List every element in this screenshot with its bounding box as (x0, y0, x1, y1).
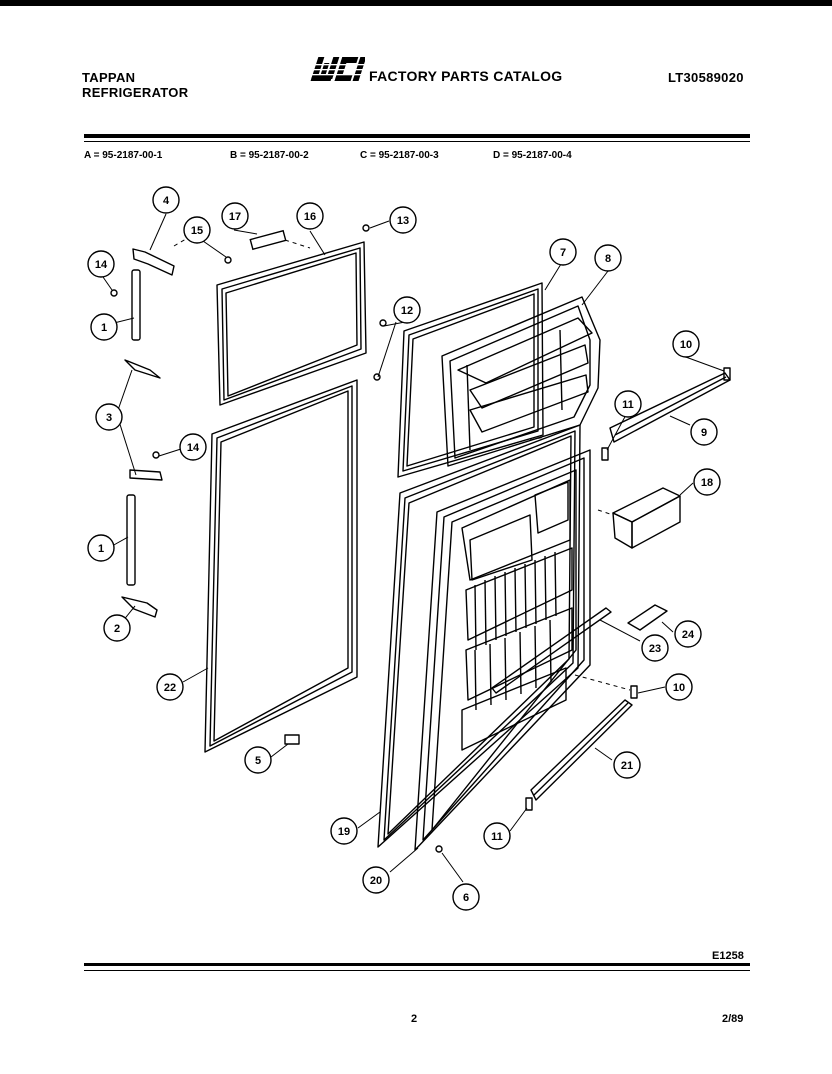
header-left: TAPPAN REFRIGERATOR (82, 70, 188, 100)
callout-1b: 1 (98, 543, 104, 555)
callout-21: 21 (621, 760, 633, 772)
screws (110, 224, 731, 853)
hinge-assembly (121, 248, 300, 745)
wci-logo (307, 57, 365, 81)
callout-2: 2 (114, 623, 120, 635)
callout-3: 3 (106, 412, 112, 424)
callout-1a: 1 (101, 322, 107, 334)
page-number: 2 (411, 1013, 418, 1025)
fresh-food-handle-trim (530, 699, 633, 801)
callout-9: 9 (701, 427, 707, 439)
freezer-door-liner (441, 296, 601, 467)
model-number: LT30589020 (668, 70, 744, 85)
top-border (0, 0, 832, 6)
callout-12: 12 (401, 305, 413, 317)
freezer-gasket (216, 241, 367, 406)
drawing-code: E1258 (712, 950, 744, 962)
callout-23: 23 (649, 643, 661, 655)
product-name: REFRIGERATOR (82, 85, 189, 100)
callout-15: 15 (191, 225, 203, 237)
callout-17: 17 (229, 211, 241, 223)
gasket-cap (249, 229, 287, 251)
code-a: A = 95-2187-00-1 (84, 150, 163, 161)
callout-7: 7 (560, 247, 566, 259)
callout-20: 20 (370, 875, 382, 887)
footer-rule-thick (84, 963, 750, 966)
callout-8: 8 (605, 253, 611, 265)
callout-14a: 14 (95, 259, 108, 271)
header-rule-thick (84, 134, 750, 138)
retainer-clip (627, 604, 668, 631)
fresh-food-gasket (204, 379, 358, 753)
catalog-date: 2/89 (722, 1013, 744, 1025)
callout-11b: 11 (491, 831, 503, 843)
callout-19: 19 (338, 826, 350, 838)
code-c: C = 95-2187-00-3 (360, 150, 439, 161)
callout-18: 18 (701, 477, 713, 489)
door-bin (612, 487, 681, 549)
code-b: B = 95-2187-00-2 (230, 150, 309, 161)
freezer-door-panel (397, 282, 544, 478)
callout-22: 22 (164, 682, 176, 694)
shelf-retainer-strip (491, 607, 612, 694)
callout-10b: 10 (673, 682, 685, 694)
callout-14b: 14 (187, 442, 200, 454)
code-d: D = 95-2187-00-4 (493, 150, 572, 161)
callout-24: 24 (682, 629, 695, 641)
header-rule-thin (84, 141, 750, 142)
callout-6: 6 (463, 892, 469, 904)
callout-4: 4 (163, 195, 170, 207)
callout-16: 16 (304, 211, 316, 223)
catalog-title: FACTORY PARTS CATALOG (369, 68, 563, 84)
callout-11a: 11 (622, 399, 634, 411)
brand-name: TAPPAN (82, 70, 136, 85)
callout-10a: 10 (680, 339, 692, 351)
footer-rule-thin (84, 970, 750, 971)
fresh-food-door-liner (414, 449, 591, 851)
callout-13: 13 (397, 215, 409, 227)
callout-5: 5 (255, 755, 261, 767)
